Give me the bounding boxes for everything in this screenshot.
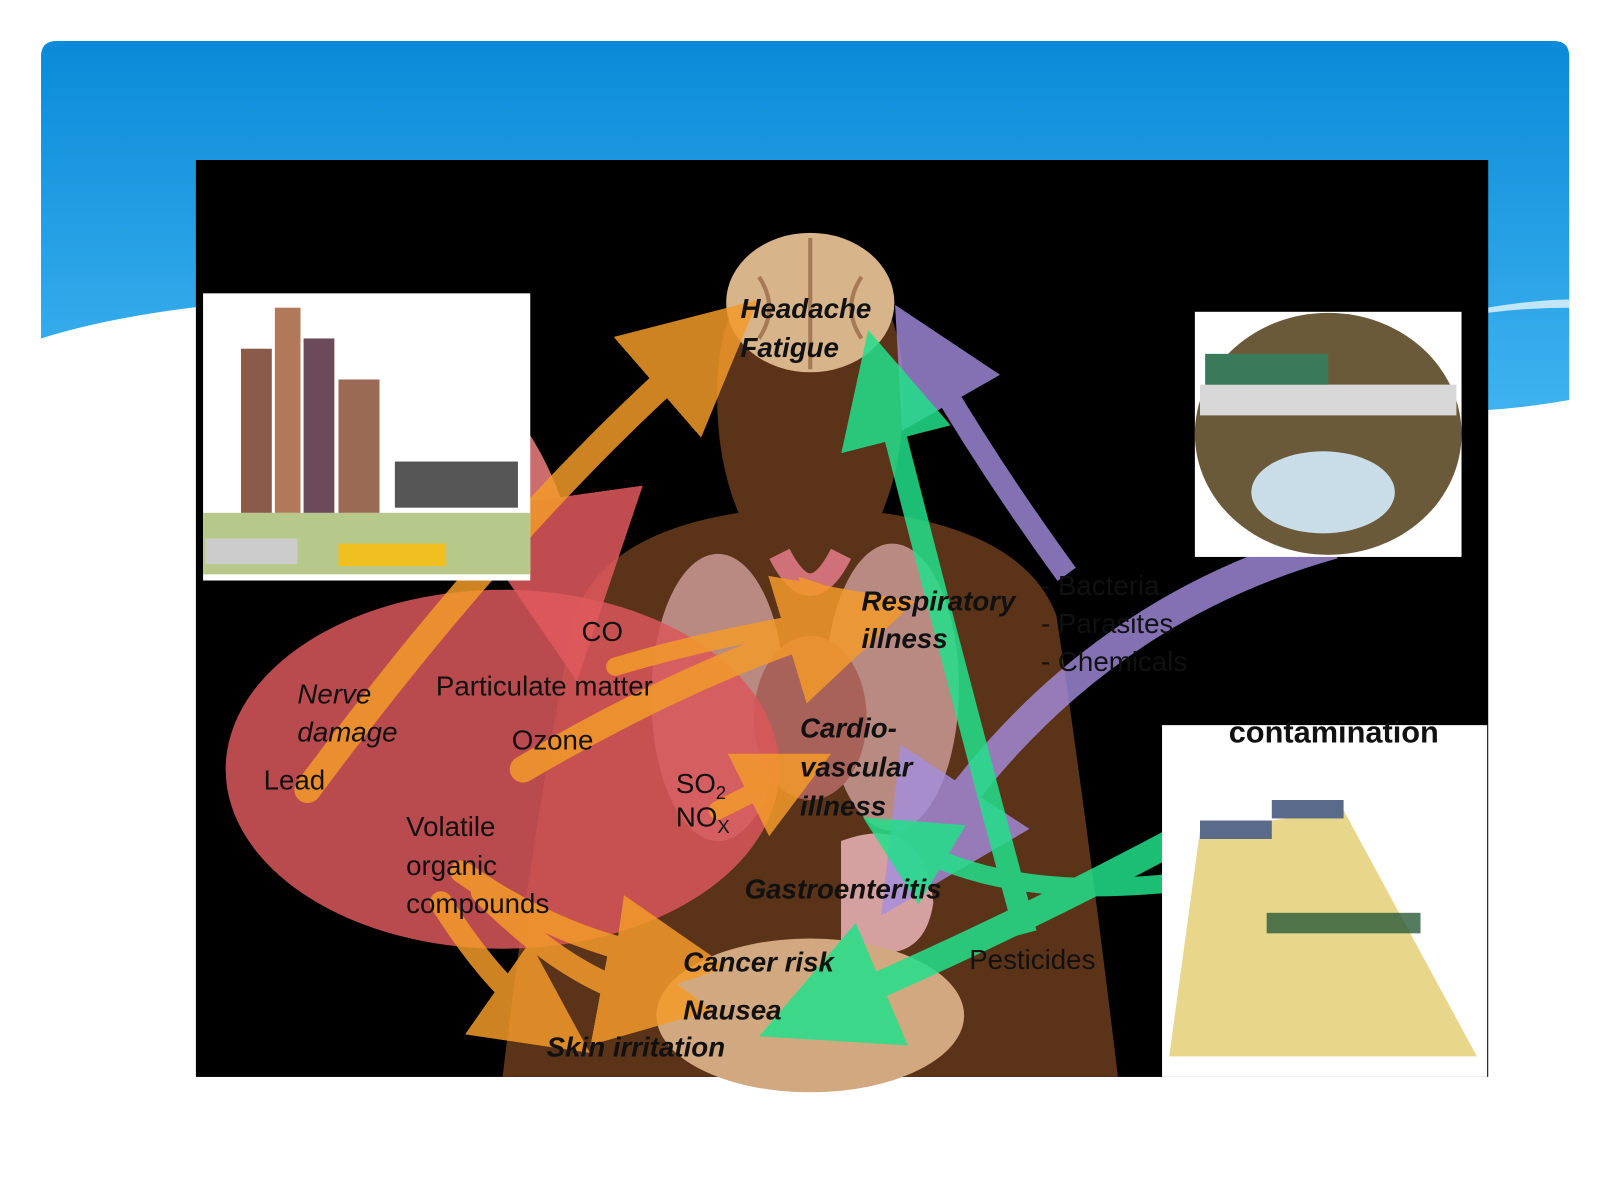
label-cardio: Cardio- xyxy=(800,712,897,743)
label-headache: Headache xyxy=(741,293,872,324)
label-nerve: Nerve xyxy=(297,679,371,710)
label-co: CO xyxy=(582,616,624,647)
label-nox: NOX xyxy=(676,802,730,837)
label-lead: Lead xyxy=(264,765,326,796)
label-contamination: contamination xyxy=(1229,715,1439,750)
label-gastroenteritis: Gastroenteritis xyxy=(745,873,942,904)
label-vascular: vascular xyxy=(800,751,915,782)
label-parasites: - Parasites xyxy=(1041,608,1173,639)
label-damage: damage xyxy=(297,717,397,748)
label-nausea: Nausea xyxy=(683,994,782,1025)
label-compounds: compounds xyxy=(406,888,549,919)
label-respiratory-illness: illness xyxy=(862,623,948,654)
label-particulate-matter: Particulate matter xyxy=(436,670,653,701)
label-cardio-illness: illness xyxy=(800,790,886,821)
water-contamination-image xyxy=(1194,311,1462,557)
label-organic: organic xyxy=(406,850,497,881)
city-pollution-image xyxy=(203,293,531,581)
label-cancer-risk: Cancer risk xyxy=(683,946,835,977)
label-pesticides: Pesticides xyxy=(969,944,1095,975)
health-diagram: Headache Fatigue Respiratory illness CO … xyxy=(203,232,1488,1093)
farm-contamination-image xyxy=(1162,725,1488,1077)
label-chemicals: - Chemicals xyxy=(1041,646,1187,677)
label-so2: SO2 xyxy=(676,768,726,803)
label-skin-irritation: Skin irritation xyxy=(547,1031,725,1062)
label-respiratory: Respiratory xyxy=(862,585,1017,616)
header-wave xyxy=(1487,299,1570,313)
label-ozone: Ozone xyxy=(512,725,594,756)
label-volatile: Volatile xyxy=(406,811,495,842)
label-bacteria: - Bacteria xyxy=(1041,570,1160,601)
label-fatigue: Fatigue xyxy=(741,332,839,363)
